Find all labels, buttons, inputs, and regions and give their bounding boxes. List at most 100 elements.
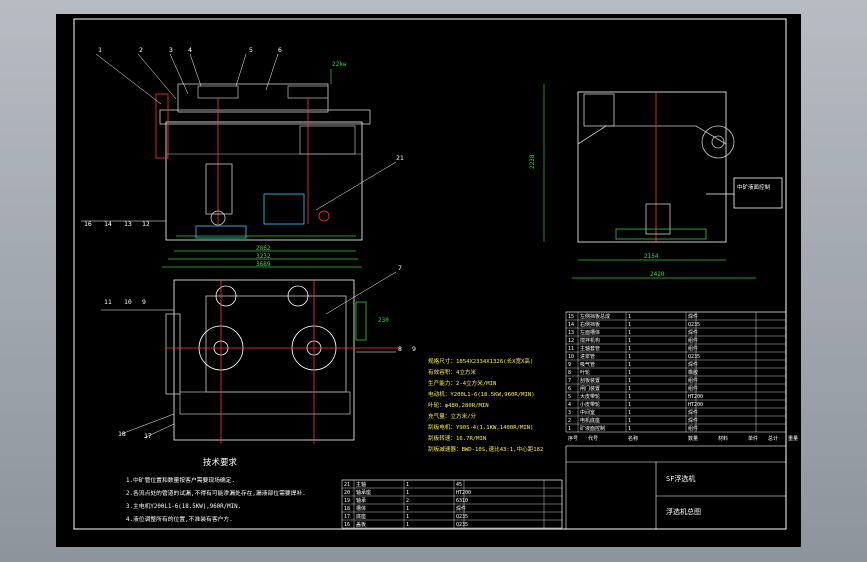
callout-10: 10 xyxy=(124,298,132,306)
table-cell: 4 xyxy=(568,402,571,408)
dim-front-overall: 3689 xyxy=(256,261,271,268)
tech-title: 技术要求 xyxy=(203,457,238,468)
table-cell: 左侧挡板总成 xyxy=(580,313,610,320)
table-cell: 45 xyxy=(456,482,462,488)
table-cell: 10 xyxy=(568,354,574,360)
table-cell: 橡胶 xyxy=(688,369,698,376)
table-cell: 11 xyxy=(568,346,574,352)
table-cell: 组件 xyxy=(688,425,698,432)
table-cell: 1 xyxy=(628,410,631,416)
table-cell: 矿液面控制 xyxy=(580,425,605,432)
tech-notes: 1.中矿管位置和数量按客户需要现场确定. 2.各流点处的管道的试漏,不得有可能渗… xyxy=(126,476,306,523)
table-cell: 轴承 xyxy=(356,497,366,504)
svg-text:有效容积：4立方米: 有效容积：4立方米 xyxy=(428,368,477,376)
svg-text:2.各流点处的管道的试漏,不得有可能渗漏处存在,漏液部位需要: 2.各流点处的管道的试漏,不得有可能渗漏处存在,漏液部位需要焊补. xyxy=(126,489,306,497)
callout-4: 4 xyxy=(188,46,192,54)
table-cell: 焊件 xyxy=(688,329,698,336)
table-cell: Q235 xyxy=(456,522,468,528)
table-cell: 1 xyxy=(628,330,631,336)
table-cell: HT200 xyxy=(688,394,703,400)
motor-right xyxy=(287,85,329,99)
table-cell: 焊件 xyxy=(688,361,698,368)
table-cell: 中间室 xyxy=(580,409,595,416)
table-cell: 6310 xyxy=(456,498,468,504)
table-cell: 1 xyxy=(628,394,631,400)
dim-side-overall: 2420 xyxy=(650,271,665,278)
title-block xyxy=(565,445,787,530)
table-cell: 轴承座 xyxy=(356,489,371,496)
table-cell: 2 xyxy=(568,418,571,424)
parts-header-cell: 数量 xyxy=(688,435,698,442)
table-cell: 1 xyxy=(406,522,409,528)
svg-text:规格尺寸：1854X2334X1326(长X宽X高): 规格尺寸：1854X2334X1326(长X宽X高) xyxy=(428,357,533,365)
table-cell: 8 xyxy=(568,370,571,376)
table-cell: 组件 xyxy=(688,377,698,384)
front-view xyxy=(155,83,371,241)
table-cell: 1 xyxy=(628,402,631,408)
table-cell: 5 xyxy=(568,394,571,400)
table-cell: 搅拌机构 xyxy=(580,337,600,344)
table-cell: 1 xyxy=(568,426,571,432)
table-cell: Q235 xyxy=(456,514,468,520)
table-cell: 1 xyxy=(628,370,631,376)
spec-block: 规格尺寸：1854X2334X1326(长X宽X高) 有效容积：4立方米 生产能… xyxy=(428,357,543,453)
svg-text:生产能力：2-4立方米/MIN: 生产能力：2-4立方米/MIN xyxy=(428,379,496,387)
callout-8: 8 xyxy=(398,345,402,353)
callout-1: 1 xyxy=(98,46,102,54)
dim-top-height: 230 xyxy=(378,317,389,324)
table-cell: 15 xyxy=(568,314,574,320)
table-cell: 1 xyxy=(628,338,631,344)
table-cell: 焊件 xyxy=(456,505,466,512)
side-dims xyxy=(543,84,756,279)
table-cell: 2 xyxy=(406,498,409,504)
table-cell: 大皮带轮 xyxy=(580,393,600,400)
table-cell: 1 xyxy=(628,426,631,432)
callout-5: 5 xyxy=(249,46,253,54)
table-cell: 7 xyxy=(568,378,571,384)
table-cell: 1 xyxy=(628,314,631,320)
parts-header-cell: 材料 xyxy=(718,435,728,442)
table-cell: 1 xyxy=(628,346,631,352)
table-cell: 14 xyxy=(568,322,574,328)
table-cell: 1 xyxy=(406,490,409,496)
table-cell: 19 xyxy=(344,498,350,504)
table-cell: 1 xyxy=(406,514,409,520)
table-cell: 焊件 xyxy=(688,313,698,320)
callout-17: 17 xyxy=(144,432,152,440)
dim-front-mid: 3232 xyxy=(256,253,271,260)
table-cell: 17 xyxy=(344,514,350,520)
motor-note: 22kw xyxy=(332,61,347,68)
side-view xyxy=(577,91,783,243)
table-cell: 左面槽体 xyxy=(580,329,600,336)
callout-2: 2 xyxy=(139,46,143,54)
plan-leaders xyxy=(101,271,397,439)
table-cell: 进浆管 xyxy=(580,353,595,360)
callout-12: 12 xyxy=(142,220,150,228)
table-cell: 1 xyxy=(628,322,631,328)
callout-14: 14 xyxy=(104,220,112,228)
dim-side-bottom: 2154 xyxy=(644,253,659,260)
table-cell: 叶轮 xyxy=(580,369,590,376)
table-cell: 焊件 xyxy=(688,417,698,424)
table-cell: 18 xyxy=(344,506,350,512)
table-cell: Q235 xyxy=(688,354,700,360)
table-cell: 20 xyxy=(344,490,350,496)
parts-header-cell: 序号 xyxy=(568,435,578,442)
parts-header-cell: 总计 xyxy=(768,435,778,442)
table-cell: 主轴 xyxy=(356,481,366,488)
table-cell: 闸门装置 xyxy=(580,385,600,392)
parts-header-cell: 代号 xyxy=(588,435,598,442)
drawing-sheet[interactable]: 2862 3232 3689 22kw 1 2 3 4 5 6 21 16 14… xyxy=(56,14,801,547)
table-cell: 6 xyxy=(568,386,571,392)
svg-text:刮板转速：16.7R/MIN: 刮板转速：16.7R/MIN xyxy=(428,434,486,442)
table-cell: 组件 xyxy=(688,385,698,392)
side-note: 中矿液面控制 xyxy=(737,183,771,191)
title-project: SF浮选机 xyxy=(666,474,695,483)
callout-18: 18 xyxy=(118,430,126,438)
table-cell: 1 xyxy=(406,482,409,488)
end-plate xyxy=(155,93,169,159)
svg-text:3.主电机Y200L1-6(18.5KW),960R/MIN: 3.主电机Y200L1-6(18.5KW),960R/MIN. xyxy=(126,502,241,510)
table-cell: Q235 xyxy=(688,322,700,328)
table-cell: HT200 xyxy=(456,490,471,496)
